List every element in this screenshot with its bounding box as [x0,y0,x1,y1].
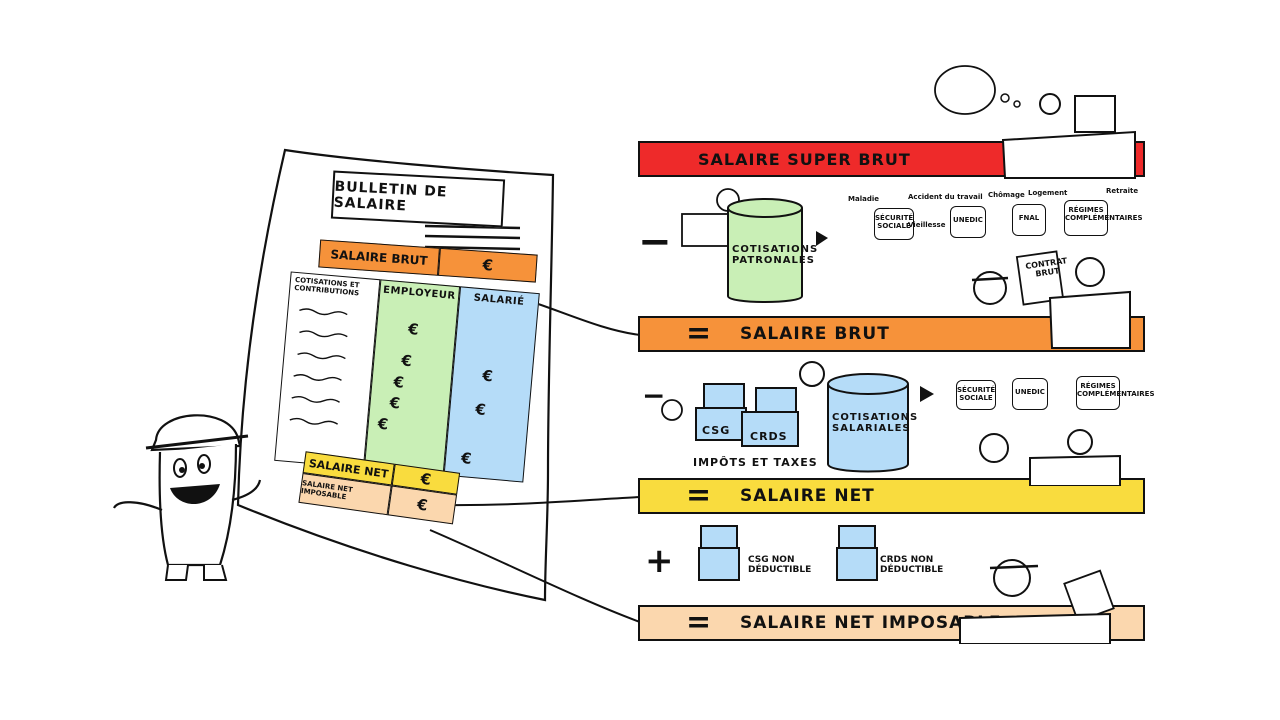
funds-row-1: Maladie Accident du travail Vieillesse C… [848,187,1143,248]
worker-mascot-illustration [113,414,262,581]
payslip-brut-euro: € [437,247,538,283]
euro-symbol: € [407,319,420,339]
minus-sign: − [642,379,666,412]
payslip-table: COTISATIONS ET CONTRIBUTIONS EMPLOYEUR S… [274,271,540,483]
euro-symbol: € [474,400,487,419]
salariales-can-illustration [827,373,934,473]
csg-crds-chests-illustration [661,361,825,447]
salariales-label-text: COTISATIONS SALARIALES [832,412,919,434]
cotisations-label: COTISATIONS ET CONTRIBUTIONS [294,275,360,298]
payslip-title: BULLETIN DE SALAIRE [330,170,506,228]
employeur-header: EMPLOYEUR [382,284,457,302]
payslip-imposable-label-text: SALAIRE NET IMPOSABLE [300,479,354,502]
euro-symbol: € [481,366,494,386]
patronales-label-text: COTISATIONS PATRONALES [732,244,819,266]
euro-symbol: € [415,495,429,515]
fund-barrel: SÉCURITÉ SOCIALE [956,380,996,410]
bar-net-imposable-label: SALAIRE NET IMPOSABLE [740,613,1002,633]
fund-barrel: RÉGIMES COMPLÉMENTAIRES [1076,376,1155,410]
contract-signing-illustration [971,250,1131,349]
plus-sign: + [645,541,674,581]
euro-symbol: € [377,414,390,434]
crds-nd-text: CRDS NON DÉDUCTIBLE [880,555,944,575]
bar-brut-label: SALAIRE BRUT [740,324,890,344]
patronales-can-label: COTISATIONS PATRONALES [732,244,817,266]
fund-barrel: UNEDIC [1012,378,1048,410]
fund-caption: Maladie [848,195,879,203]
crds-nd-label: CRDS NON DÉDUCTIBLE [880,555,954,576]
minus-sign: − [638,219,672,265]
euro-symbol: € [419,469,433,489]
bar-super-brut-label: SALAIRE SUPER BRUT [698,149,911,169]
impots-taxes-label: IMPÔTS ET TAXES [693,456,818,469]
scribble-lines [289,308,348,425]
fund-barrel: RÉGIMES COMPLÉMENTAIRES [1064,200,1143,236]
tax-declaration-illustration [959,559,1115,644]
bar-net-label: SALAIRE NET [740,486,875,506]
fund-caption: Chômage [988,191,1025,199]
fund-barrel: SÉCURITÉ SOCIALE [874,208,914,240]
csg-nd-text: CSG NON DÉDUCTIBLE [748,555,812,575]
salarie-header: SALARIÉ [473,292,525,308]
fund-caption: Logement [1028,189,1068,197]
patronales-can-illustration [681,188,828,303]
csg-nd-chest-icon [698,525,740,581]
equals-sign: = [686,316,712,351]
payslip-title-text: BULLETIN DE SALAIRE [333,178,448,215]
euro-symbol: € [388,393,401,413]
crds-label: CRDS [750,430,788,443]
euro-symbol: € [400,351,413,371]
fund-caption: Accident du travail [908,193,983,201]
csg-label: CSG [702,424,731,437]
desk-illustration [934,65,1136,179]
crds-nd-chest-icon [836,525,878,581]
equals-sign: = [686,605,712,640]
fund-caption: Retraite [1106,187,1139,195]
euro-symbol: € [392,372,405,392]
payslip-brut-label-text: SALAIRE BRUT [330,247,429,268]
funds-row-2: SÉCURITÉ SOCIALE UNEDIC RÉGIMES COMPLÉME… [950,372,1155,418]
euro-symbol: € [460,449,473,468]
pay-desk-illustration [979,429,1121,486]
salariales-can-label: COTISATIONS SALARIALES [832,412,917,434]
csg-nd-label: CSG NON DÉDUCTIBLE [748,555,826,576]
equals-sign: = [686,478,712,513]
fund-barrel: FNAL [1012,204,1046,236]
euro-symbol: € [481,255,494,275]
fund-barrel: UNEDIC [950,206,986,238]
fund-caption: Vieillesse [908,221,946,229]
